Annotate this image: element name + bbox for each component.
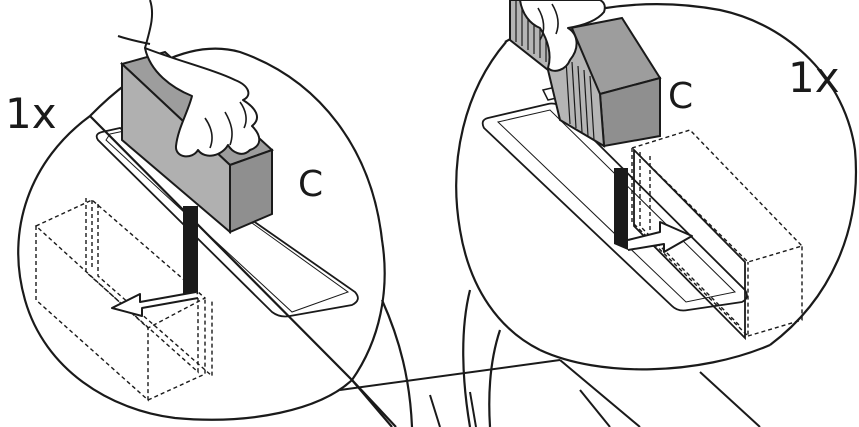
right-callout-bottom <box>540 345 770 369</box>
right-quantity-label: 1x <box>788 53 840 102</box>
left-callout-tail-2 <box>382 300 412 427</box>
left-arm-outline <box>118 0 152 48</box>
left-quantity-label: 1x <box>5 89 57 138</box>
left-detail-callout: 1x C <box>5 0 412 427</box>
right-detail-callout: C 1x <box>456 0 856 427</box>
left-insertion-marker <box>183 206 198 300</box>
left-part-label: C <box>298 164 323 205</box>
right-part-label: C <box>668 76 693 117</box>
right-callout-tail <box>463 290 500 427</box>
left-direction-arrow <box>112 292 198 316</box>
right-insertion-marker <box>614 168 628 250</box>
appliance-outline <box>340 360 760 427</box>
